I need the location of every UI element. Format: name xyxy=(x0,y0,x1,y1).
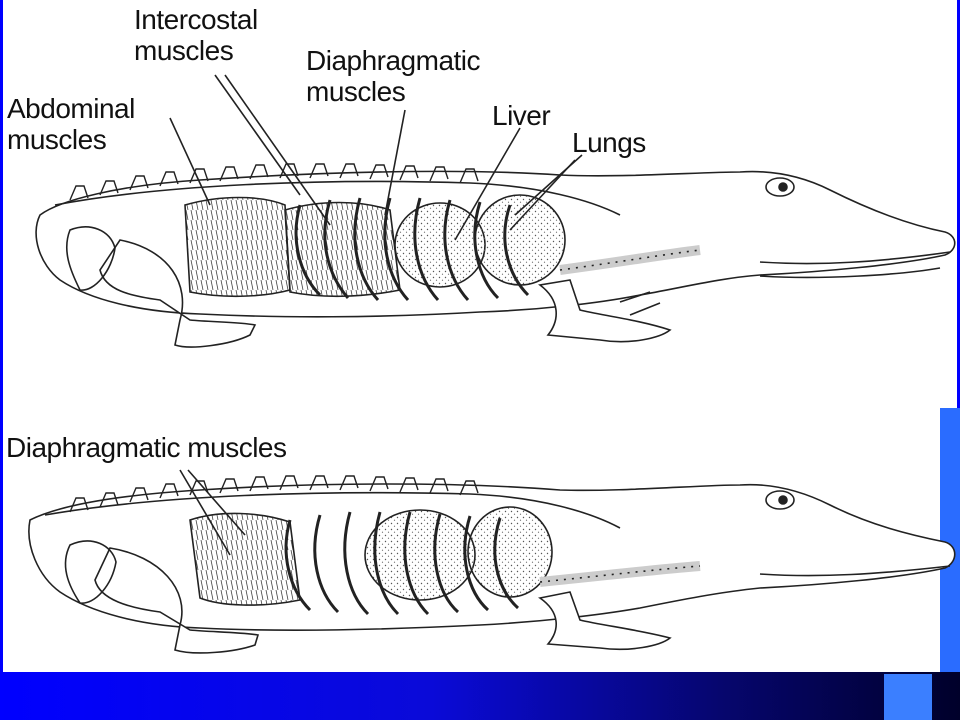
left-accent-rule xyxy=(0,0,3,672)
top-diaphragmatic-muscle xyxy=(284,201,401,298)
label-diaphragmatic-top-line2: muscles xyxy=(306,76,406,107)
bottom-lungs xyxy=(467,506,553,598)
leader-diaphragmatic-bottom-a xyxy=(179,469,231,556)
label-diaphragmatic-muscles-top: Diaphragmatic muscles xyxy=(306,45,481,107)
top-liver xyxy=(394,202,486,288)
bottom-ribs xyxy=(284,511,520,616)
top-vertebrae xyxy=(69,163,479,201)
bottom-fore-leg xyxy=(538,591,672,651)
leader-liver xyxy=(454,127,521,241)
leader-intercostal-a xyxy=(214,74,301,196)
bottom-pelvis xyxy=(64,540,117,604)
label-diaphragmatic-top-line1: Diaphragmatic xyxy=(306,45,481,76)
label-lungs: Lungs xyxy=(572,127,646,158)
top-pelvis xyxy=(66,226,116,291)
bottom-accent-bar xyxy=(0,672,960,720)
bottom-alligator-jaw xyxy=(759,565,951,577)
alligator-anatomy-diagram xyxy=(28,74,956,654)
top-ribs xyxy=(294,197,530,302)
bottom-alligator-spine xyxy=(44,491,621,529)
leader-lungs-b xyxy=(509,159,576,231)
leader-intercostal-b xyxy=(224,74,331,226)
top-alligator-jaw xyxy=(759,251,951,265)
top-alligator-spine xyxy=(54,180,621,216)
corner-accent-square xyxy=(884,674,932,720)
top-fore-leg xyxy=(538,279,672,343)
label-abdominal-muscles: Abdominal muscles xyxy=(7,93,135,155)
right-accent-strip xyxy=(940,408,960,672)
label-intercostal-line1: Intercostal xyxy=(134,4,258,35)
leader-diaphragmatic-bottom-b xyxy=(187,469,246,536)
label-abdominal-line1: Abdominal xyxy=(7,93,135,124)
label-intercostal-line2: muscles xyxy=(134,35,234,66)
label-intercostal-muscles: Intercostal muscles xyxy=(134,4,258,66)
bottom-hind-leg xyxy=(94,547,260,654)
leader-diaphragmatic-top xyxy=(384,109,406,216)
top-lungs xyxy=(474,194,566,286)
right-accent-rule xyxy=(957,0,960,408)
bottom-vertebrae xyxy=(69,475,479,513)
label-liver: Liver xyxy=(492,100,551,131)
leader-lines xyxy=(169,74,583,556)
label-diaphragmatic-muscles-bottom: Diaphragmatic muscles xyxy=(6,432,287,463)
top-hind-leg xyxy=(99,239,257,348)
label-abdominal-line2: muscles xyxy=(7,124,107,155)
top-trachea xyxy=(559,245,701,275)
bottom-diaphragmatic-muscle xyxy=(189,512,301,606)
top-abdominal-muscle xyxy=(184,196,291,298)
leader-abdominal xyxy=(169,117,211,206)
top-alligator xyxy=(35,163,956,348)
bottom-alligator xyxy=(28,475,956,654)
